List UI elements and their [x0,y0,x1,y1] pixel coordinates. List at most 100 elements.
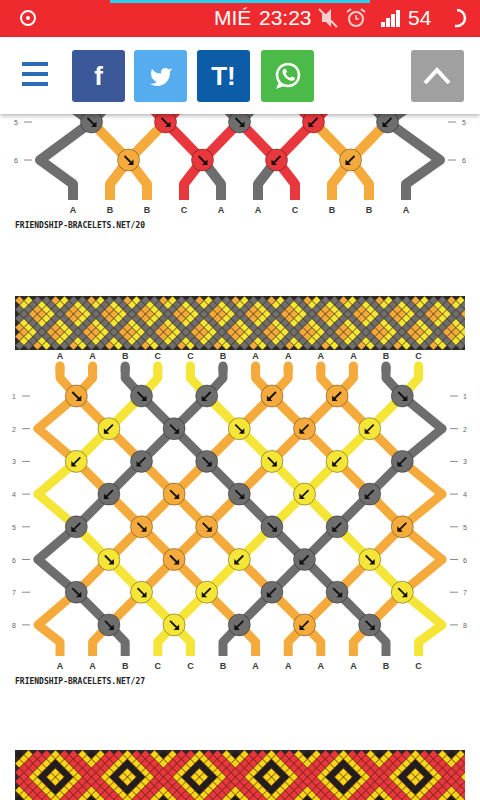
string-letter: A [285,352,292,361]
band-cell [461,310,466,319]
knot [261,516,283,538]
knot-arrow [239,122,245,128]
string-letter: A [350,352,357,361]
knot [228,483,250,505]
knot-arrow [73,523,80,530]
knot [65,385,87,407]
string-letter: A [285,662,292,671]
knot-arrow [234,559,240,565]
knot [155,111,177,133]
bracelet-band [15,296,465,350]
row-tick [22,396,30,397]
row-number: 6 [14,157,18,164]
button-label: f [94,63,103,89]
knot-arrow [206,461,212,467]
row-number: 2 [12,425,16,432]
twitter-icon [150,68,172,86]
row-number: 4 [12,491,16,498]
row-tick [22,559,30,560]
knot-arrow [174,494,180,500]
knot-arrow [369,559,375,565]
knot [326,385,348,407]
knot-arrow [165,122,171,128]
knot [391,450,413,472]
row-tick [22,461,30,462]
knot-arrow [105,556,112,563]
row-tick [22,592,30,593]
signal-icon [386,18,390,27]
string-letter: C [181,206,188,215]
string-letter: C [187,662,194,671]
knot [228,418,250,440]
string-letter: A [318,662,325,671]
knot-arrow [202,396,208,402]
knot-arrow [141,526,147,532]
band-cell [461,328,466,337]
knot-arrow [170,556,177,563]
row-number: 3 [463,458,467,465]
row-number: 6 [462,157,466,164]
string-letter: C [155,662,162,671]
knot-arrow [199,156,206,163]
knot-arrow [88,118,95,125]
knot-arrow [367,490,374,497]
knot [229,111,251,133]
string-letter: A [89,352,96,361]
knot-arrow [365,494,371,500]
knot-arrow [269,392,276,399]
band-cell [461,764,466,773]
string-letter: B [122,352,129,361]
band-cell [461,319,466,328]
menu-icon [22,82,48,86]
row-number: 5 [462,119,466,126]
knot [131,581,153,603]
string-letter: A [403,206,410,215]
string [414,366,423,372]
knot-arrow [334,392,341,399]
watermark: FRIENDSHIP-BRACELETS.NET/27 [15,678,145,686]
twitter-button [134,50,187,102]
string-letter: A [252,352,259,361]
row-number: 7 [463,589,467,596]
string [382,366,391,372]
row-tick [22,526,30,527]
string-letter: B [144,206,151,215]
row-number: 8 [12,621,16,628]
row-tick [22,428,30,429]
string-letter: B [220,352,227,361]
knot-arrow [385,118,392,125]
knot-arrow [203,457,210,464]
knot [294,418,316,440]
row-tick [450,428,458,429]
row-tick [448,122,456,123]
knot-arrow [104,428,110,434]
mute-icon [322,9,331,27]
knot-arrow [311,118,318,125]
knot-arrow [138,523,145,530]
knot-arrow [239,428,245,434]
string-letter: A [255,206,262,215]
knot-arrow [170,490,177,497]
knot-arrow [236,556,243,563]
knot-arrow [206,526,212,532]
knot-arrow [365,428,371,434]
string [121,366,130,372]
signal-icon [381,22,385,27]
alarm-icon [356,15,359,19]
knot-arrow [268,523,275,530]
knot-arrow [170,621,177,628]
app-icon [26,16,30,20]
up-arrow-icon [425,70,449,83]
knot-arrow [72,392,79,399]
knot [98,614,120,636]
knot [294,549,316,571]
knot-arrow [105,621,112,628]
knot [266,149,288,171]
knot-arrow [239,494,245,500]
row-ticks [22,122,458,625]
band-cell [461,791,466,800]
knot-arrow [267,592,273,598]
watermark: FRIENDSHIP-BRACELETS.NET/20 [15,222,145,230]
knot-arrow [337,592,343,598]
knot [196,385,218,407]
